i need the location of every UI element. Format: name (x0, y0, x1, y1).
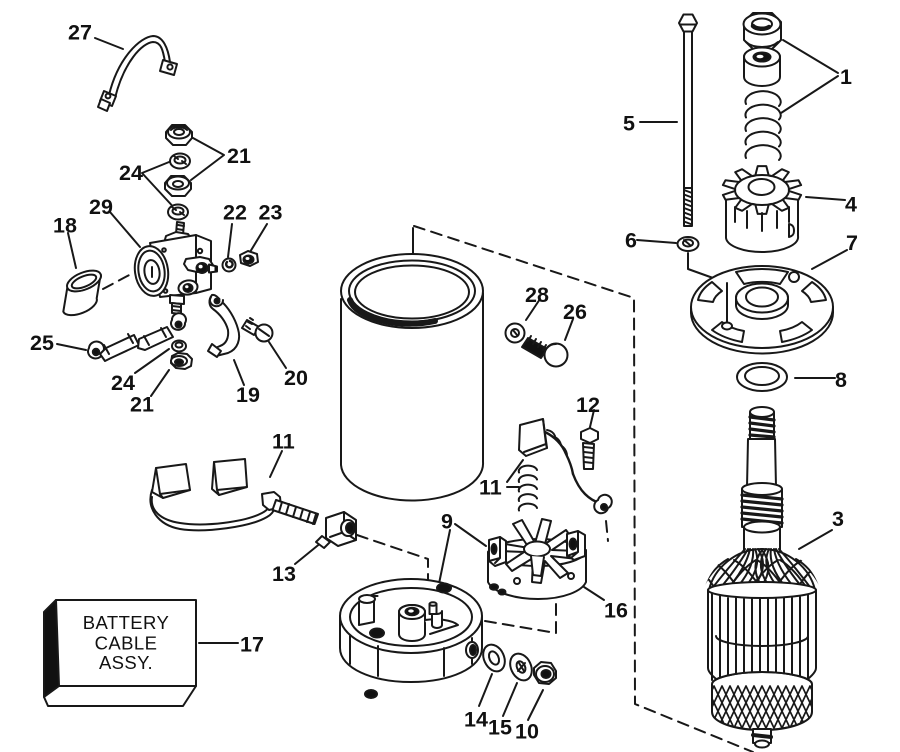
svg-text:11: 11 (479, 476, 502, 500)
svg-text:11: 11 (272, 430, 295, 454)
svg-text:13: 13 (272, 562, 296, 586)
svg-text:7: 7 (846, 231, 858, 255)
svg-text:10: 10 (515, 720, 539, 744)
svg-text:27: 27 (68, 21, 92, 45)
svg-text:21: 21 (130, 393, 154, 417)
svg-text:19: 19 (236, 383, 260, 407)
svg-text:12: 12 (576, 393, 600, 417)
svg-text:BATTERY: BATTERY (83, 612, 169, 633)
svg-text:23: 23 (259, 201, 283, 225)
svg-text:4: 4 (845, 193, 857, 217)
svg-text:6: 6 (625, 229, 637, 253)
svg-text:24: 24 (111, 371, 135, 395)
svg-text:28: 28 (525, 283, 549, 307)
svg-text:22: 22 (223, 201, 247, 225)
svg-text:ASSY.: ASSY. (99, 652, 153, 673)
svg-text:20: 20 (284, 366, 308, 390)
svg-text:29: 29 (89, 195, 113, 219)
svg-text:24: 24 (119, 161, 143, 185)
svg-text:1: 1 (840, 65, 852, 89)
svg-text:21: 21 (227, 144, 251, 168)
svg-text:17: 17 (240, 633, 264, 657)
svg-text:8: 8 (835, 368, 847, 392)
svg-text:5: 5 (623, 112, 635, 136)
svg-text:25: 25 (30, 331, 54, 355)
svg-text:18: 18 (53, 214, 77, 238)
svg-text:15: 15 (488, 716, 512, 740)
svg-text:26: 26 (563, 300, 587, 324)
svg-text:3: 3 (832, 507, 844, 531)
svg-text:CABLE: CABLE (95, 633, 158, 654)
svg-text:16: 16 (604, 599, 628, 623)
svg-text:14: 14 (464, 708, 488, 732)
svg-text:9: 9 (441, 510, 453, 534)
